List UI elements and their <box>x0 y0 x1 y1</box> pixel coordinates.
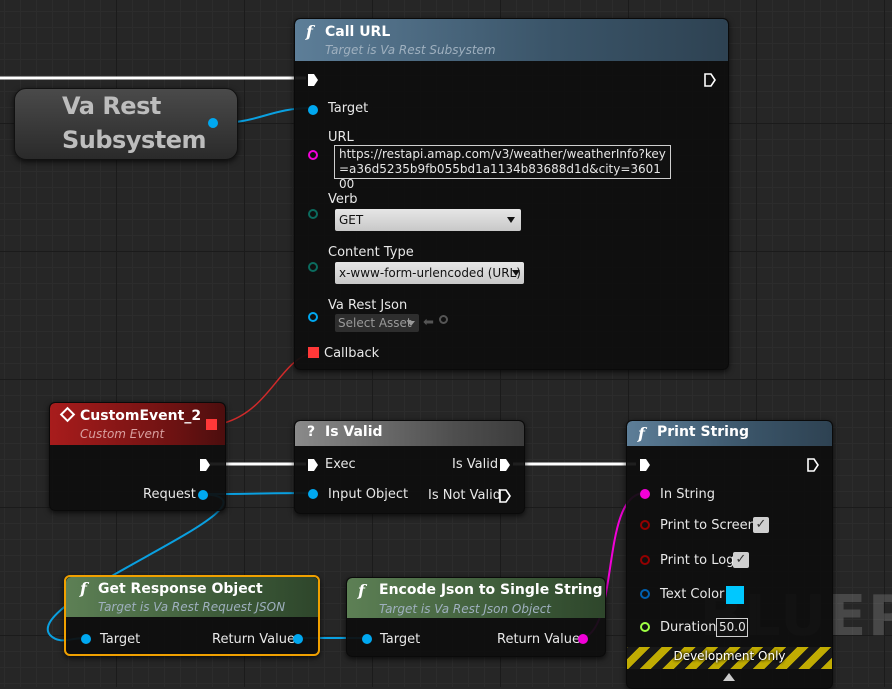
duration-label: Duration <box>660 620 717 635</box>
exec-label: Exec <box>325 457 356 472</box>
text-color-swatch[interactable] <box>726 586 744 604</box>
is-valid-exec-in-pin[interactable] <box>307 458 319 472</box>
va-rest-json-label: Va Rest Json <box>328 298 408 313</box>
get-response-return-pin[interactable] <box>293 634 303 644</box>
chevron-down-icon <box>507 217 515 223</box>
encode-json-target-pin[interactable] <box>362 634 372 644</box>
custom-event-title: CustomEvent_2 <box>80 408 202 424</box>
custom-event-subtitle: Custom Event <box>80 427 165 441</box>
select-asset-value: Select Asset <box>338 316 412 330</box>
url-label: URL <box>328 130 354 145</box>
target-label: Target <box>328 101 369 116</box>
content-type-dropdown[interactable]: x-www-form-urlencoded (URL) <box>335 262 524 284</box>
development-only-label: Development Only <box>673 649 786 663</box>
input-object-pin[interactable] <box>308 489 318 499</box>
get-response-target-pin[interactable] <box>81 634 91 644</box>
encode-json-return-label: Return Value <box>497 632 580 647</box>
verb-dropdown[interactable]: GET <box>335 209 521 231</box>
encode-json-title: Encode Json to Single String <box>379 582 603 598</box>
print-exec-out-pin[interactable] <box>807 458 819 472</box>
print-exec-in-pin[interactable] <box>639 458 651 472</box>
url-input[interactable]: https://restapi.amap.com/v3/weather/weat… <box>334 145 671 191</box>
target-pin[interactable] <box>308 105 318 115</box>
get-response-target-label: Target <box>100 632 141 647</box>
get-response-return-label: Return Value <box>212 632 295 647</box>
is-not-valid-exec-pin[interactable] <box>499 489 511 503</box>
development-only-banner <box>627 647 832 669</box>
use-selected-icon[interactable]: ⬅ <box>423 315 434 330</box>
expand-arrow-icon[interactable] <box>723 673 735 681</box>
event-exec-out-pin[interactable] <box>199 458 211 472</box>
get-response-object-node[interactable]: f Get Response Object Target is Va Rest … <box>64 575 320 656</box>
callback-label: Callback <box>324 346 380 361</box>
print-string-title: Print String <box>657 424 749 440</box>
va-rest-subsystem-label: Va Rest Subsystem <box>62 92 207 154</box>
print-string-node[interactable]: f Print String In String Print to Screen… <box>626 420 833 689</box>
question-icon: ? <box>307 424 316 440</box>
exec-out-pin[interactable] <box>704 73 716 87</box>
function-icon: f <box>358 581 365 600</box>
encode-json-subtitle: Target is Va Rest Json Object <box>379 602 552 616</box>
event-icon <box>59 406 76 423</box>
encode-json-node[interactable]: f Encode Json to Single String Target is… <box>346 577 606 657</box>
print-to-log-pin[interactable] <box>640 555 650 565</box>
get-response-title: Get Response Object <box>98 581 263 597</box>
is-valid-exec-out-pin[interactable] <box>499 458 511 472</box>
content-type-label: Content Type <box>328 245 414 260</box>
print-to-screen-pin[interactable] <box>640 520 650 530</box>
custom-event-node[interactable]: CustomEvent_2 Custom Event Request <box>49 402 226 511</box>
browse-icon[interactable] <box>439 315 448 324</box>
chevron-down-icon <box>407 321 415 326</box>
print-to-log-checkbox[interactable]: ✓ <box>733 552 749 568</box>
request-label: Request <box>143 487 196 502</box>
verb-label: Verb <box>328 192 358 207</box>
url-pin[interactable] <box>308 150 318 160</box>
print-to-screen-label: Print to Screen <box>660 518 756 533</box>
is-valid-header[interactable]: ? Is Valid <box>295 421 524 446</box>
content-type-pin[interactable] <box>308 262 318 272</box>
text-color-pin[interactable] <box>640 589 650 599</box>
call-url-subtitle: Target is Va Rest Subsystem <box>325 43 496 57</box>
exec-in-pin[interactable] <box>307 73 319 87</box>
callback-pin[interactable] <box>308 347 319 358</box>
event-delegate-pin[interactable] <box>206 419 217 430</box>
function-icon: f <box>306 22 313 41</box>
select-asset-dropdown[interactable]: Select Asset <box>335 314 419 332</box>
call-url-node[interactable]: f Call URL Target is Va Rest Subsystem T… <box>294 18 729 370</box>
print-to-screen-checkbox[interactable]: ✓ <box>753 517 769 533</box>
get-response-header[interactable]: f Get Response Object Target is Va Rest … <box>66 577 318 617</box>
verb-value: GET <box>339 213 364 227</box>
in-string-label: In String <box>660 487 716 502</box>
duration-input[interactable]: 50.0 <box>716 618 748 637</box>
get-response-subtitle: Target is Va Rest Request JSON <box>98 600 286 614</box>
is-valid-label: Is Valid <box>452 457 499 472</box>
function-icon: f <box>638 424 645 443</box>
duration-pin[interactable] <box>640 622 650 632</box>
is-not-valid-label: Is Not Valid <box>428 488 501 503</box>
chevron-down-icon <box>512 270 520 276</box>
custom-event-header[interactable]: CustomEvent_2 Custom Event <box>50 403 225 445</box>
content-type-value: x-www-form-urlencoded (URL) <box>339 266 521 280</box>
va-rest-subsystem-node[interactable]: Va Rest Subsystem <box>14 88 238 160</box>
call-url-title: Call URL <box>325 24 391 40</box>
encode-json-header[interactable]: f Encode Json to Single String Target is… <box>347 578 605 618</box>
input-object-label: Input Object <box>328 487 409 502</box>
is-valid-node[interactable]: ? Is Valid Exec Is Valid Input Object Is… <box>294 420 525 514</box>
encode-json-target-label: Target <box>380 632 421 647</box>
print-to-log-label: Print to Log <box>660 553 735 568</box>
encode-json-return-pin[interactable] <box>578 634 588 644</box>
request-pin[interactable] <box>198 490 208 500</box>
is-valid-title: Is Valid <box>325 424 383 440</box>
verb-pin[interactable] <box>308 209 318 219</box>
subsystem-output-pin[interactable] <box>208 118 218 128</box>
text-color-label: Text Color <box>660 587 725 602</box>
function-icon: f <box>80 579 87 598</box>
print-string-header[interactable]: f Print String <box>627 421 832 446</box>
in-string-pin[interactable] <box>640 489 650 499</box>
va-rest-json-pin[interactable] <box>308 312 318 322</box>
call-url-header[interactable]: f Call URL Target is Va Rest Subsystem <box>295 19 728 61</box>
